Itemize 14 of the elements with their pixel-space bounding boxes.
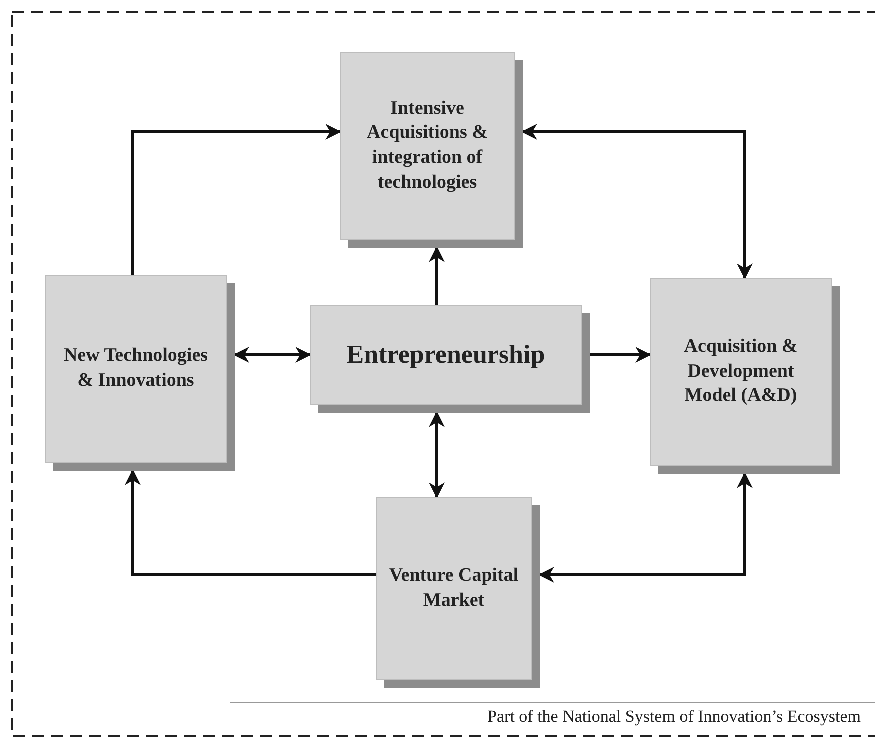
box-label: Entrepreneurship: [346, 339, 546, 372]
box-label: Venture Capital Market: [388, 564, 520, 612]
box-label: New Technologies & Innovations: [62, 344, 210, 393]
box-label: Intensive Acquisitions & integration of technologies: [366, 96, 489, 195]
box-label: Acquisition & Development Model (A&D): [683, 334, 799, 408]
arrow: [132, 124, 342, 275]
arrow: [233, 347, 312, 363]
arrow: [125, 469, 376, 576]
footer-note: Part of the National System of Innovation’s Ecosystem: [488, 707, 861, 727]
arrow: [590, 347, 652, 363]
arrow: [429, 246, 445, 305]
arrow: [521, 124, 753, 280]
arrow: [538, 472, 753, 583]
arrow: [429, 411, 445, 499]
